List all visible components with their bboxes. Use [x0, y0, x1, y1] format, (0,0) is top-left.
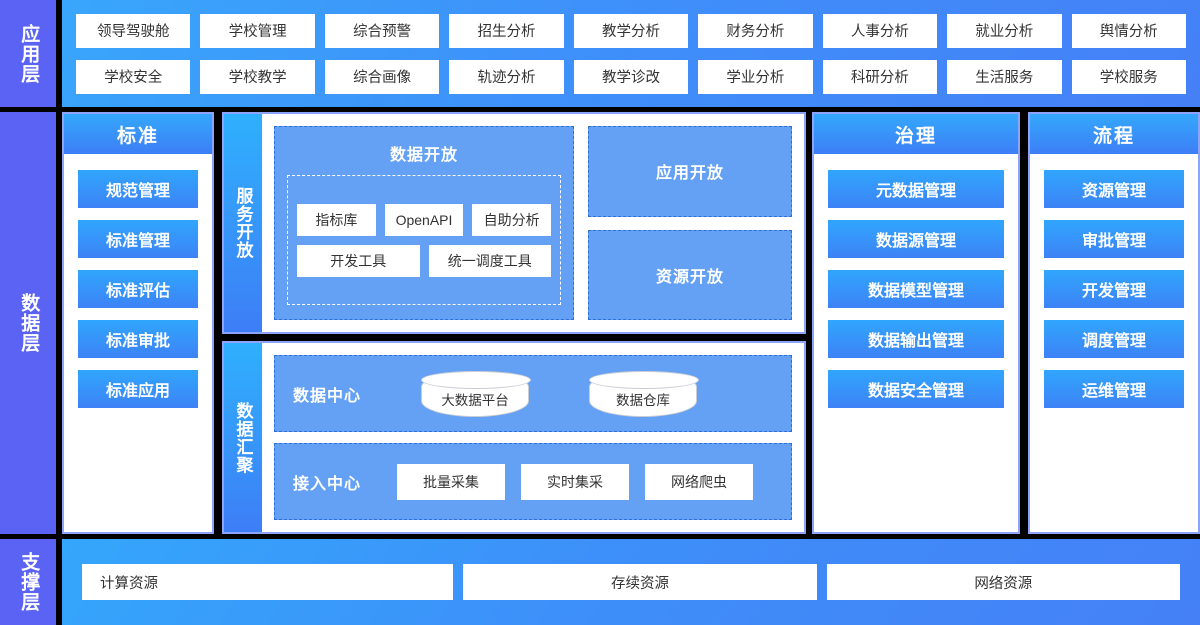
support-chip[interactable]: 网络资源 [826, 564, 1180, 600]
access-center-band: 接入中心 批量采集 实时集采 网络爬虫 [274, 443, 792, 520]
service-opening-block: 服务开放 数据开放 指标库 OpenAPI 自助分析 开发工具 统一调度工具 [222, 112, 806, 334]
process-column-body: 资源管理 审批管理 开发管理 调度管理 运维管理 [1030, 154, 1198, 424]
service-side-tiles: 应用开放 资源开放 [588, 126, 792, 320]
standard-tile[interactable]: 标准应用 [78, 370, 198, 408]
data-open-inner: 指标库 OpenAPI 自助分析 开发工具 统一调度工具 [287, 175, 561, 305]
governance-column: 治理 元数据管理 数据源管理 数据模型管理 数据输出管理 数据安全管理 [812, 112, 1020, 534]
standard-tile[interactable]: 标准评估 [78, 270, 198, 308]
layer-rail-data: 数据层 [0, 112, 56, 534]
governance-tile[interactable]: 数据输出管理 [828, 320, 1004, 358]
governance-column-title: 治理 [814, 114, 1018, 154]
data-open-chip[interactable]: 开发工具 [297, 244, 420, 277]
app-chip[interactable]: 综合画像 [324, 59, 440, 94]
service-opening-body: 数据开放 指标库 OpenAPI 自助分析 开发工具 统一调度工具 [262, 114, 804, 332]
app-chip[interactable]: 学校管理 [200, 13, 315, 48]
service-side-tile[interactable]: 应用开放 [588, 126, 792, 217]
governance-tile[interactable]: 数据模型管理 [828, 270, 1004, 308]
app-chip[interactable]: 领导驾驶舱 [76, 13, 191, 48]
standard-column-title: 标准 [64, 114, 212, 154]
data-gathering-rail-label: 数据汇聚 [224, 343, 262, 532]
data-open-row-2: 开发工具 统一调度工具 [297, 244, 551, 277]
service-side-tile[interactable]: 资源开放 [588, 229, 792, 320]
process-tile[interactable]: 开发管理 [1044, 270, 1184, 308]
app-chip[interactable]: 学校教学 [200, 59, 315, 94]
app-chip[interactable]: 学业分析 [698, 59, 813, 94]
app-chip[interactable]: 就业分析 [947, 13, 1062, 48]
access-center-label: 接入中心 [293, 475, 362, 493]
data-open-chip[interactable]: OpenAPI [384, 203, 464, 236]
app-chip[interactable]: 人事分析 [822, 13, 938, 48]
standard-column-body: 规范管理 标准管理 标准评估 标准审批 标准应用 [64, 154, 212, 424]
app-chip[interactable]: 财务分析 [698, 13, 813, 48]
database-cylinder-icon[interactable]: 大数据平台 [421, 370, 531, 417]
standard-tile[interactable]: 标准管理 [78, 220, 198, 258]
data-open-group: 数据开放 指标库 OpenAPI 自助分析 开发工具 统一调度工具 [274, 126, 574, 320]
process-tile[interactable]: 调度管理 [1044, 320, 1184, 358]
access-chip[interactable]: 实时集采 [521, 463, 629, 500]
governance-column-body: 元数据管理 数据源管理 数据模型管理 数据输出管理 数据安全管理 [814, 154, 1018, 424]
data-center-label: 数据中心 [293, 387, 362, 405]
data-open-row-1: 指标库 OpenAPI 自助分析 [297, 203, 552, 236]
process-column-title: 流程 [1030, 114, 1198, 154]
app-chip[interactable]: 舆情分析 [1071, 13, 1186, 48]
database-cylinder-icon[interactable]: 数据仓库 [589, 370, 699, 417]
process-tile[interactable]: 审批管理 [1044, 220, 1184, 258]
support-chip[interactable]: 存续资源 [463, 564, 817, 600]
data-gathering-body: 数据中心 大数据平台 数据仓库 接入中心 批量采集 实时集采 [262, 343, 804, 532]
application-layer-panel: 领导驾驶舱 学校管理 综合预警 招生分析 教学分析 财务分析 人事分析 就业分析… [62, 0, 1200, 107]
access-chip[interactable]: 批量采集 [397, 463, 505, 500]
app-chip[interactable]: 学校服务 [1071, 59, 1186, 94]
app-chip[interactable]: 轨迹分析 [449, 59, 564, 94]
application-row-1: 领导驾驶舱 学校管理 综合预警 招生分析 教学分析 财务分析 人事分析 就业分析… [76, 13, 1186, 48]
app-chip[interactable]: 学校安全 [76, 59, 191, 94]
data-open-chip[interactable]: 自助分析 [472, 203, 552, 236]
standard-column: 标准 规范管理 标准管理 标准评估 标准审批 标准应用 [62, 112, 214, 534]
cylinder-label: 数据仓库 [616, 392, 670, 408]
support-chip[interactable]: 计算资源 [82, 564, 454, 600]
service-opening-rail-label: 服务开放 [224, 114, 262, 332]
process-tile[interactable]: 资源管理 [1044, 170, 1184, 208]
app-chip[interactable]: 教学诊改 [573, 59, 689, 94]
data-open-chip[interactable]: 指标库 [297, 203, 376, 236]
app-chip[interactable]: 生活服务 [947, 59, 1062, 94]
cylinder-label: 大数据平台 [441, 392, 509, 408]
data-center-band: 数据中心 大数据平台 数据仓库 [274, 355, 792, 432]
app-chip[interactable]: 综合预警 [324, 13, 440, 48]
standard-tile[interactable]: 标准审批 [78, 320, 198, 358]
application-row-2: 学校安全 学校教学 综合画像 轨迹分析 教学诊改 学业分析 科研分析 生活服务 … [76, 59, 1186, 94]
data-open-chip[interactable]: 统一调度工具 [428, 244, 551, 277]
process-tile[interactable]: 运维管理 [1044, 370, 1184, 408]
app-chip[interactable]: 教学分析 [573, 13, 689, 48]
access-chip[interactable]: 网络爬虫 [645, 463, 753, 500]
governance-tile[interactable]: 数据安全管理 [828, 370, 1004, 408]
app-chip[interactable]: 科研分析 [822, 59, 938, 94]
governance-tile[interactable]: 数据源管理 [828, 220, 1004, 258]
data-gathering-block: 数据汇聚 数据中心 大数据平台 数据仓库 接入中心 [222, 341, 806, 534]
layer-rail-application: 应用层 [0, 0, 56, 107]
standard-tile[interactable]: 规范管理 [78, 170, 198, 208]
app-chip[interactable]: 招生分析 [449, 13, 564, 48]
support-layer-panel: 计算资源 存续资源 网络资源 [62, 539, 1200, 625]
access-center-items: 批量采集 实时集采 网络爬虫 [397, 463, 773, 500]
data-open-title: 数据开放 [389, 147, 458, 164]
layer-rail-support: 支撑层 [0, 539, 56, 625]
governance-tile[interactable]: 元数据管理 [828, 170, 1004, 208]
process-column: 流程 资源管理 审批管理 开发管理 调度管理 运维管理 [1028, 112, 1200, 534]
data-center-items: 大数据平台 数据仓库 [397, 370, 773, 417]
